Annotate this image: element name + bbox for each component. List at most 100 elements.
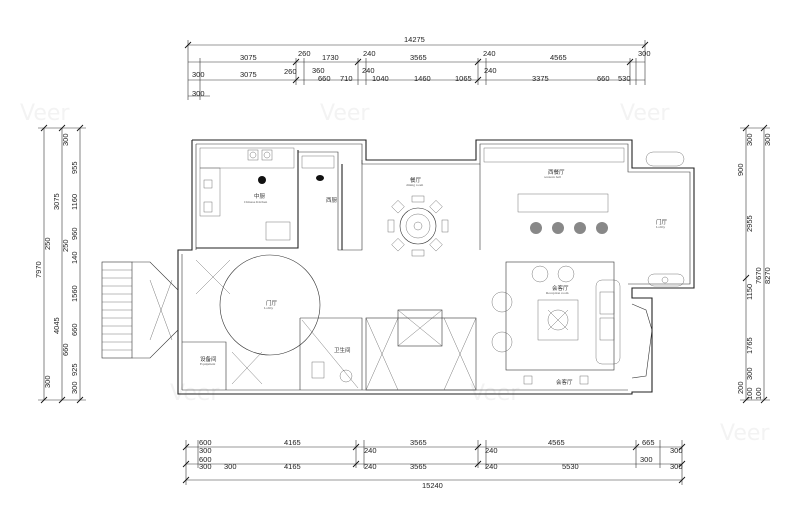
svg-text:3565: 3565 (410, 53, 427, 62)
svg-text:门厅: 门厅 (266, 299, 278, 307)
bottom-dimension-row-1: 600 300 4165 240 3565 240 4565 665 300 (199, 438, 683, 455)
right-inner-dimensions: 300 900 2955 1150 1765 300 200 100 (736, 133, 754, 400)
svg-text:260: 260 (298, 49, 311, 58)
bar-area: 西餐厅 western hall 门厅 Lobby (483, 147, 685, 287)
svg-text:300: 300 (745, 133, 754, 146)
svg-text:530: 530 (618, 74, 631, 83)
top-dimension-lines (184, 40, 649, 100)
svg-text:710: 710 (340, 74, 353, 83)
svg-text:1040: 1040 (372, 74, 389, 83)
svg-text:5530: 5530 (562, 462, 579, 471)
svg-text:300: 300 (640, 455, 653, 464)
storage-room: 设备间 Equipment (200, 355, 217, 366)
svg-text:卫生间: 卫生间 (334, 346, 351, 354)
stair-core (365, 309, 477, 391)
svg-text:Veer: Veer (20, 101, 70, 126)
svg-text:1730: 1730 (322, 53, 339, 62)
bottom-dimension-row-2: 600 300 300 4165 240 3565 240 5530 300 3… (199, 455, 683, 471)
svg-text:Veer: Veer (620, 101, 670, 126)
svg-text:250: 250 (61, 239, 70, 252)
svg-text:660: 660 (318, 74, 331, 83)
dining-room: 餐厅 dining room (387, 176, 449, 257)
svg-text:260: 260 (284, 67, 297, 76)
svg-text:140: 140 (70, 251, 79, 264)
svg-text:240: 240 (364, 446, 377, 455)
svg-text:western hall: western hall (544, 175, 561, 179)
svg-text:1560: 1560 (70, 285, 79, 302)
svg-text:240: 240 (363, 49, 376, 58)
svg-text:300: 300 (670, 446, 683, 455)
svg-text:240: 240 (485, 462, 498, 471)
svg-text:300: 300 (43, 375, 52, 388)
top-dimension-row-2: 300 3075 260 360 660 710 240 1040 1460 1… (192, 66, 631, 83)
svg-text:1160: 1160 (70, 194, 79, 210)
right-dimension-lines (740, 124, 770, 404)
svg-text:中厨: 中厨 (254, 192, 266, 200)
left-inner-dimensions: 300 955 1160 960 250 140 1560 660 660 92… (61, 133, 79, 394)
svg-text:300: 300 (745, 367, 754, 380)
svg-text:300: 300 (638, 49, 651, 58)
svg-text:300: 300 (70, 381, 79, 394)
entrance-steps (101, 261, 179, 359)
svg-text:门厅: 门厅 (656, 218, 668, 226)
svg-text:300: 300 (192, 70, 205, 79)
svg-text:250: 250 (43, 237, 52, 250)
toilet-room: 卫生间 (301, 319, 359, 389)
right-outer-dimensions: 300 7670 8270 100 (754, 133, 772, 400)
svg-text:1765: 1765 (745, 337, 754, 354)
svg-text:665: 665 (642, 438, 655, 447)
svg-text:1150: 1150 (745, 284, 754, 300)
interior-walls (182, 150, 481, 390)
svg-text:3375: 3375 (532, 74, 549, 83)
svg-text:西厨: 西厨 (326, 197, 338, 204)
svg-text:300: 300 (199, 446, 212, 455)
reception-room: 会客厅 Reception room 会客厅 (491, 261, 653, 386)
svg-text:240: 240 (485, 446, 498, 455)
svg-text:240: 240 (362, 66, 375, 75)
svg-text:300: 300 (224, 462, 237, 471)
svg-text:Chinese Kitchen: Chinese Kitchen (244, 200, 267, 204)
svg-text:100: 100 (754, 387, 763, 400)
svg-text:240: 240 (364, 462, 377, 471)
svg-text:会客厅: 会客厅 (552, 284, 569, 292)
svg-text:1065: 1065 (455, 74, 472, 83)
left-mid-dimensions: 3075 250 4045 300 (43, 193, 61, 388)
svg-text:4565: 4565 (548, 438, 565, 447)
svg-text:300: 300 (763, 133, 772, 146)
svg-text:4565: 4565 (550, 53, 567, 62)
svg-text:240: 240 (483, 49, 496, 58)
left-outer-dimension: 7970 (34, 261, 43, 278)
svg-text:8270: 8270 (763, 267, 772, 284)
svg-text:100: 100 (745, 387, 754, 400)
svg-text:960: 960 (70, 227, 79, 240)
svg-text:900: 900 (736, 163, 745, 176)
svg-text:4165: 4165 (284, 462, 301, 471)
svg-text:1460: 1460 (414, 74, 431, 83)
svg-text:300: 300 (199, 462, 212, 471)
svg-text:3075: 3075 (240, 53, 257, 62)
svg-text:西餐厅: 西餐厅 (548, 168, 565, 176)
svg-text:Reception room: Reception room (546, 291, 569, 295)
svg-text:3075: 3075 (52, 193, 61, 210)
bottom-dimension-lines (182, 440, 686, 485)
svg-text:200: 200 (736, 381, 745, 394)
svg-text:设备间: 设备间 (200, 355, 217, 363)
top-dimension-row-1: 3075 260 1730 240 3565 240 4565 300 (240, 49, 651, 62)
svg-text:7670: 7670 (754, 267, 763, 284)
svg-text:Lobby: Lobby (264, 306, 273, 310)
svg-text:3565: 3565 (410, 462, 427, 471)
svg-text:Veer: Veer (320, 101, 370, 126)
svg-text:dining room: dining room (406, 183, 423, 187)
top-total-dimension: 14275 (404, 35, 425, 44)
bottom-total-dimension: 15240 (422, 481, 443, 490)
svg-text:600: 600 (199, 455, 212, 464)
left-dimension-lines (38, 124, 86, 404)
svg-text:660: 660 (70, 323, 79, 336)
svg-text:300: 300 (670, 462, 683, 471)
svg-text:2955: 2955 (745, 215, 754, 232)
svg-text:Veer: Veer (720, 421, 770, 446)
svg-text:3565: 3565 (410, 438, 427, 447)
exterior-walls (177, 139, 695, 395)
top-dimension-row-3: 300 (192, 89, 205, 98)
